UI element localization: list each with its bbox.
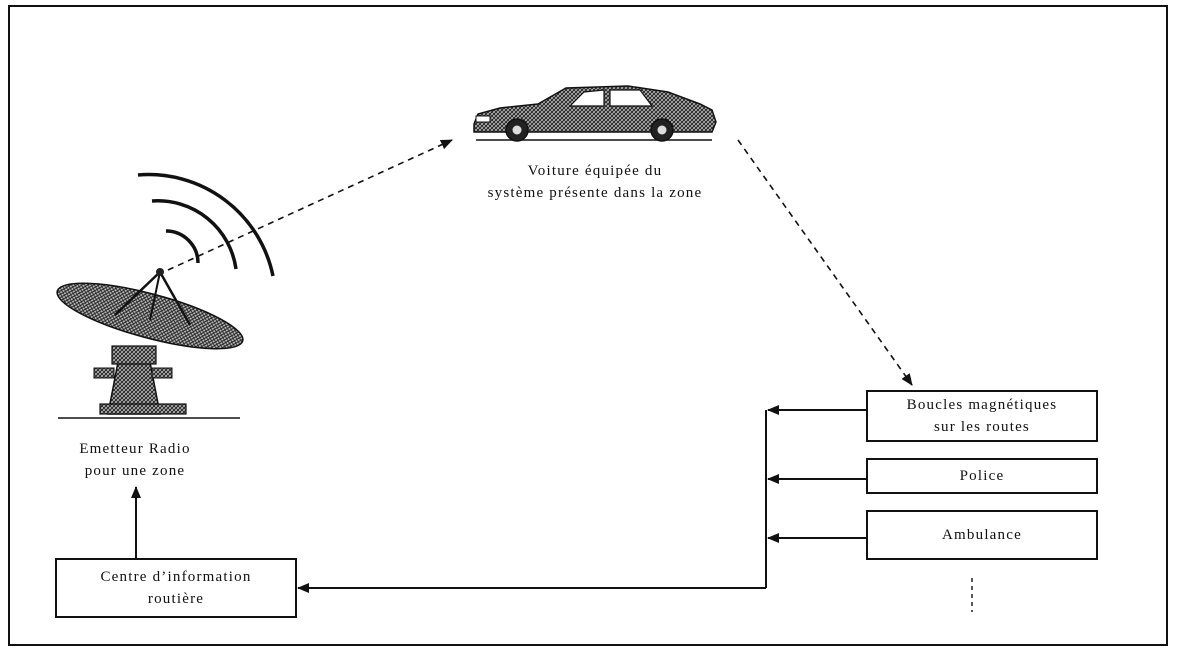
box-magnetic-loops-line1: Boucles magnétiques: [906, 397, 1058, 413]
dashed-arrow-car-to-loops: [737, 139, 913, 386]
car-caption-line2: système présente dans la zone: [487, 185, 703, 201]
box-police: Police: [866, 458, 1098, 494]
antenna-caption: Emetteur Radio pour une zone: [40, 438, 230, 482]
box-ambulance: Ambulance: [866, 510, 1098, 560]
car-caption: Voiture équipée du système présente dans…: [440, 160, 750, 204]
antenna-caption-line1: Emetteur Radio: [79, 441, 191, 457]
dashed-arrow-antenna-to-car: [167, 139, 453, 271]
antenna-caption-line2: pour une zone: [84, 463, 186, 479]
satellite-dish-icon: [56, 268, 244, 419]
radio-waves-icon: [137, 172, 275, 277]
box-info-center: Centre d’information routière: [55, 558, 297, 618]
box-info-center-line2: routière: [147, 591, 205, 607]
diagram-frame: [8, 5, 1168, 646]
box-police-label: Police: [959, 468, 1005, 484]
box-magnetic-loops: Boucles magnétiques sur les routes: [866, 390, 1098, 442]
box-info-center-line1: Centre d’information: [100, 569, 252, 585]
box-ambulance-label: Ambulance: [942, 527, 1022, 543]
box-magnetic-loops-line2: sur les routes: [934, 419, 1030, 435]
car-icon: [473, 85, 717, 142]
car-caption-line1: Voiture équipée du: [527, 163, 663, 179]
